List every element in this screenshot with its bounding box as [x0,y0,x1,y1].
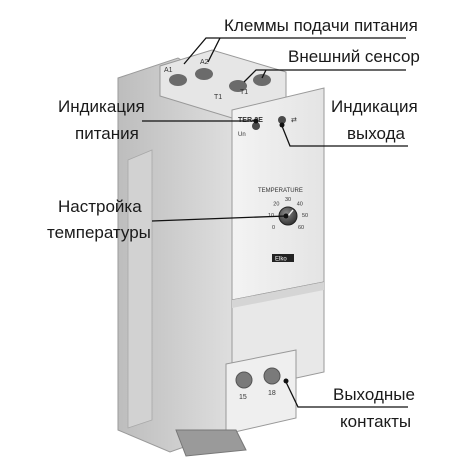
terminal-18-label: 18 [268,390,276,397]
terminal-18-screw [263,367,281,385]
terminal-t1a-screw [229,80,247,92]
leader-output-indication [281,125,408,147]
bottom-terminal-block [225,349,297,435]
label-output-contacts-2: контакты [340,412,411,431]
housing-side-groove [127,149,153,429]
terminal-a1-label: A1 [164,67,173,74]
power-led [252,122,260,130]
dial-tick-label: 40 [297,202,303,208]
dot-output-indication [279,122,285,128]
housing-ridge [232,282,324,308]
din-clip [175,429,247,457]
label-output-indication-1: Индикация [331,97,418,116]
un-label: Un [238,132,246,138]
label-power-indication-1: Индикация [58,97,145,116]
callout-power-indication: Индикация питания [58,97,259,143]
leader-external-sensor [243,69,406,83]
dial-title: TEMPERATURE [258,188,303,194]
leader-output-contacts [285,381,408,408]
label-power-terminals: Клеммы подачи питания [224,16,418,35]
leader-power-terminals [183,37,406,65]
callout-output-indication: Индикация выхода [279,97,418,147]
terminal-a2-screw [195,68,213,80]
terminal-t1a-label: T1 [214,94,222,101]
bottom-terminals: 15 18 [235,367,281,401]
relay-symbol-icon: ⇄ [291,117,297,124]
dial-tick-label: 20 [273,202,279,208]
output-led [278,116,286,124]
terminal-15-screw [235,371,253,389]
dial-tick-label: 60 [298,225,304,231]
callout-output-contacts: Выходные контакты [283,378,415,431]
callout-temperature-setting: Настройка температуры [47,197,289,242]
label-temp-setting-1: Настройка [58,197,142,216]
terminal-a1-screw [169,74,187,86]
label-output-contacts-1: Выходные [333,385,415,404]
callout-power-terminals: Клеммы подачи питания [183,16,418,65]
dot-temp-setting [283,213,289,219]
dot-power-indication [253,118,259,124]
leader-external-sensor-2 [261,69,267,79]
brand-plate [272,254,294,262]
label-temp-setting-2: температуры [47,223,151,242]
brand-logo: Elko [275,257,287,263]
label-external-sensor: Внешний сенсор [288,47,420,66]
callout-external-sensor: Внешний сенсор [243,47,420,83]
terminal-15-label: 15 [239,394,247,401]
terminal-t1b-label: T1 [240,89,248,96]
terminal-t1b-screw [253,74,271,86]
top-terminals: A1 A2 T1 T1 [164,59,271,101]
label-output-indication-2: выхода [347,124,406,143]
dial-tick-label: 30 [285,197,291,203]
leader-temp-setting [151,215,287,222]
label-power-indication-2: питания [75,124,139,143]
dial-tick-label: 0 [272,225,275,231]
leader-power-terminals-2 [207,37,221,63]
dot-output-contacts [283,378,289,384]
dial-tick-label: 50 [302,213,308,219]
dial-pointer [287,209,294,217]
relay-device: A1 A2 T1 T1 15 18 TER-3E Un ⇄ TEMPERATUR… [117,49,325,457]
terminal-a2-label: A2 [200,59,209,66]
